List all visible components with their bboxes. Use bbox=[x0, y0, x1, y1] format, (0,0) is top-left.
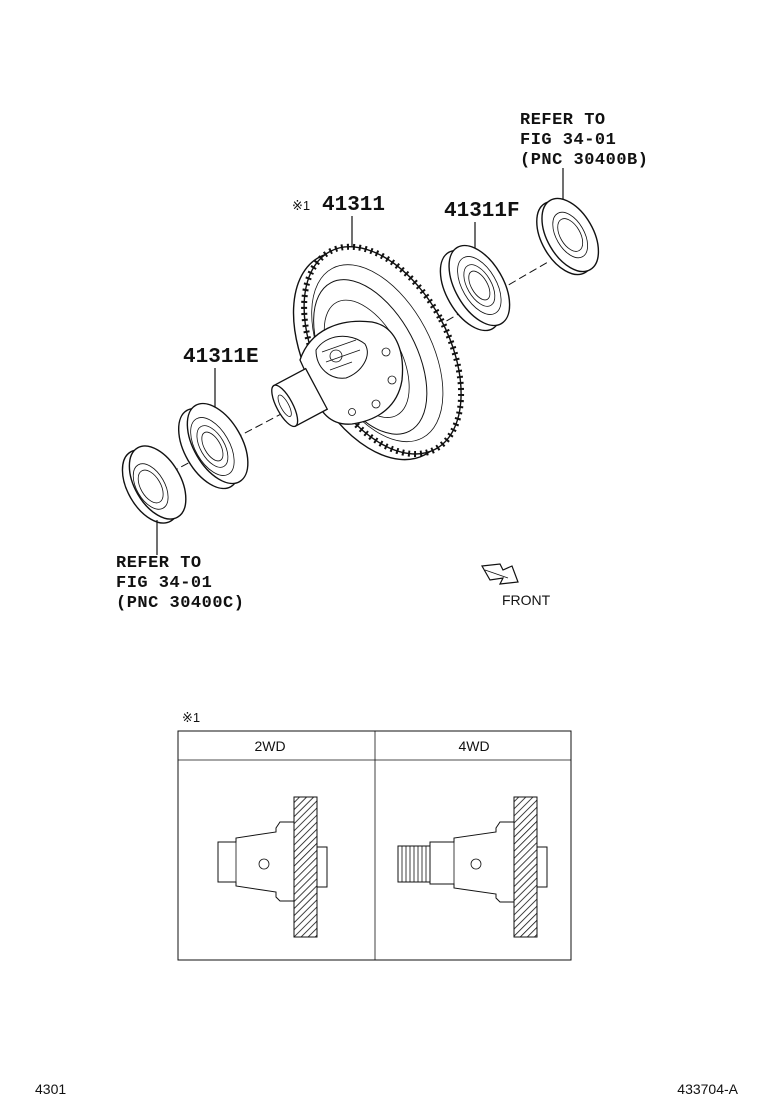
footer-right-code: 433704-A bbox=[677, 1081, 738, 1097]
column-4wd: 4WD bbox=[458, 738, 489, 754]
ref-left-line3: (PNC 30400C) bbox=[116, 594, 244, 613]
front-arrow-icon bbox=[481, 563, 519, 585]
ref-right-line3: (PNC 30400B) bbox=[520, 151, 648, 170]
table-note-mark: ※1 bbox=[182, 710, 200, 725]
ref-right-line2: FIG 34-01 bbox=[520, 131, 616, 150]
label-41311[interactable]: 41311 bbox=[322, 194, 385, 217]
oil-seal-right[interactable] bbox=[525, 189, 610, 284]
case-profile-4wd[interactable] bbox=[397, 796, 548, 938]
ref-left-line1: REFER TO bbox=[116, 554, 202, 573]
bearing-left[interactable] bbox=[166, 393, 260, 498]
ref-left-line2: FIG 34-01 bbox=[116, 574, 212, 593]
differential-case-41311[interactable] bbox=[261, 220, 493, 485]
case-profile-2wd[interactable] bbox=[217, 796, 328, 938]
column-2wd: 2WD bbox=[254, 738, 285, 754]
front-label: FRONT bbox=[502, 592, 551, 608]
oil-seal-left[interactable] bbox=[111, 436, 198, 532]
bearing-right[interactable] bbox=[428, 235, 522, 340]
label-41311E[interactable]: 41311E bbox=[183, 346, 259, 369]
diff-case-note-mark: ※1 bbox=[292, 198, 310, 213]
label-41311F[interactable]: 41311F bbox=[444, 200, 520, 223]
footer-left-code: 4301 bbox=[35, 1081, 66, 1097]
ref-right-line1: REFER TO bbox=[520, 111, 606, 130]
